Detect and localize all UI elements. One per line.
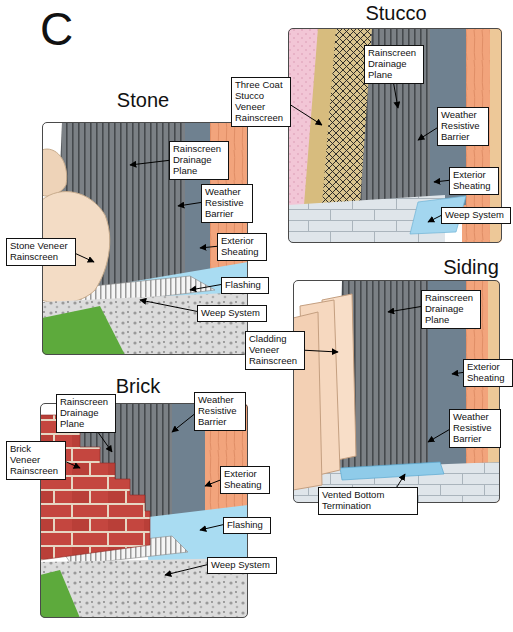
brick-veneer (40, 415, 150, 560)
callout-text: Flashing (227, 520, 267, 531)
wall-panel: BrickRainscreen Drainage PlaneWeather Re… (40, 403, 248, 618)
callout-box: Three Coat Stucco Veneer Rainscreen (231, 77, 291, 127)
callout-box: Cladding Veneer Rainscreen (245, 331, 305, 370)
callout-box: Flashing (223, 517, 271, 534)
callout-text: Exterior Sheating (221, 236, 263, 258)
leader-arrow (140, 300, 200, 312)
callout-text: Weep System (211, 560, 273, 571)
callout-box: Weep System (441, 207, 511, 224)
callout-text: Weep System (445, 210, 507, 221)
callout-box: Weather Resistive Barrier (194, 392, 246, 431)
callout-text: Rainscreen Drainage Plane (368, 48, 420, 81)
callout-text: Weather Resistive Barrier (198, 395, 242, 428)
wall-panel: StoneRainscreen Drainage PlaneWeather Re… (42, 122, 248, 355)
callout-box: Exterior Sheating (449, 167, 499, 195)
leader-arrow (388, 306, 424, 312)
callout-box: Brick Veneer Rainscreen (6, 441, 66, 480)
callout-text: Rainscreen Drainage Plane (173, 144, 225, 177)
callout-box: Stone Veneer Rainscreen (6, 238, 76, 266)
leader-arrow (190, 284, 224, 290)
callout-text: Exterior Sheating (224, 469, 266, 491)
callout-text: Brick Veneer Rainscreen (10, 444, 62, 477)
callout-box: Rainscreen Drainage Plane (56, 394, 116, 433)
grass (40, 570, 80, 618)
callout-box: Exterior Sheating (220, 466, 270, 494)
callout-box: Flashing (221, 277, 269, 294)
callout-text: Exterior Sheating (453, 170, 495, 192)
callout-box: Rainscreen Drainage Plane (421, 290, 481, 329)
callout-text: Rainscreen Drainage Plane (60, 397, 112, 430)
callout-text: Vented Bottom Termination (322, 490, 414, 512)
callout-text: Weather Resistive Barrier (453, 412, 497, 445)
figure-letter: C (40, 4, 73, 55)
callout-text: Weep System (201, 308, 263, 319)
callout-text: Stone Veneer Rainscreen (10, 241, 72, 263)
callout-box: Exterior Sheating (217, 233, 267, 261)
callout-box: Rainscreen Drainage Plane (364, 45, 424, 84)
callout-box: Rainscreen Drainage Plane (169, 141, 229, 180)
leader-arrow (393, 80, 398, 108)
callout-box: Weather Resistive Barrier (449, 409, 501, 448)
stone-veneer (42, 149, 67, 196)
wall-panel: StuccoRainscreen Drainage PlaneThree Coa… (288, 28, 502, 243)
callout-text: Cladding Veneer Rainscreen (249, 334, 301, 367)
callout-text: Flashing (225, 280, 265, 291)
grass (42, 306, 125, 355)
leader-arrow (165, 564, 210, 575)
leader-arrow (286, 102, 322, 125)
wall-panel: SidingRainscreen Drainage PlaneCladding … (293, 280, 500, 503)
callout-text: Weather Resistive Barrier (205, 187, 249, 220)
callout-box: Weep System (197, 305, 267, 322)
vented-termination (340, 462, 444, 480)
callout-box: Weep System (207, 557, 277, 574)
panel-heading: Stone (88, 89, 198, 112)
callout-box: Weather Resistive Barrier (437, 107, 489, 146)
callout-text: Exterior Sheating (467, 362, 509, 384)
callout-text: Three Coat Stucco Veneer Rainscreen (235, 80, 287, 124)
panel-heading: Stucco (341, 2, 451, 25)
callout-box: Vented Bottom Termination (318, 487, 418, 515)
siding-wall-art (293, 280, 500, 503)
leader-arrows (62, 80, 466, 575)
panel-heading: Siding (416, 256, 513, 279)
callout-text: Rainscreen Drainage Plane (425, 293, 477, 326)
leader-arrow (300, 350, 338, 352)
brick-wall-art (40, 403, 248, 618)
callout-box: Weather Resistive Barrier (201, 184, 253, 223)
gravel (42, 292, 248, 355)
callout-box: Exterior Sheating (463, 359, 513, 387)
leader-arrow (130, 160, 172, 165)
callout-text: Weather Resistive Barrier (441, 110, 485, 143)
